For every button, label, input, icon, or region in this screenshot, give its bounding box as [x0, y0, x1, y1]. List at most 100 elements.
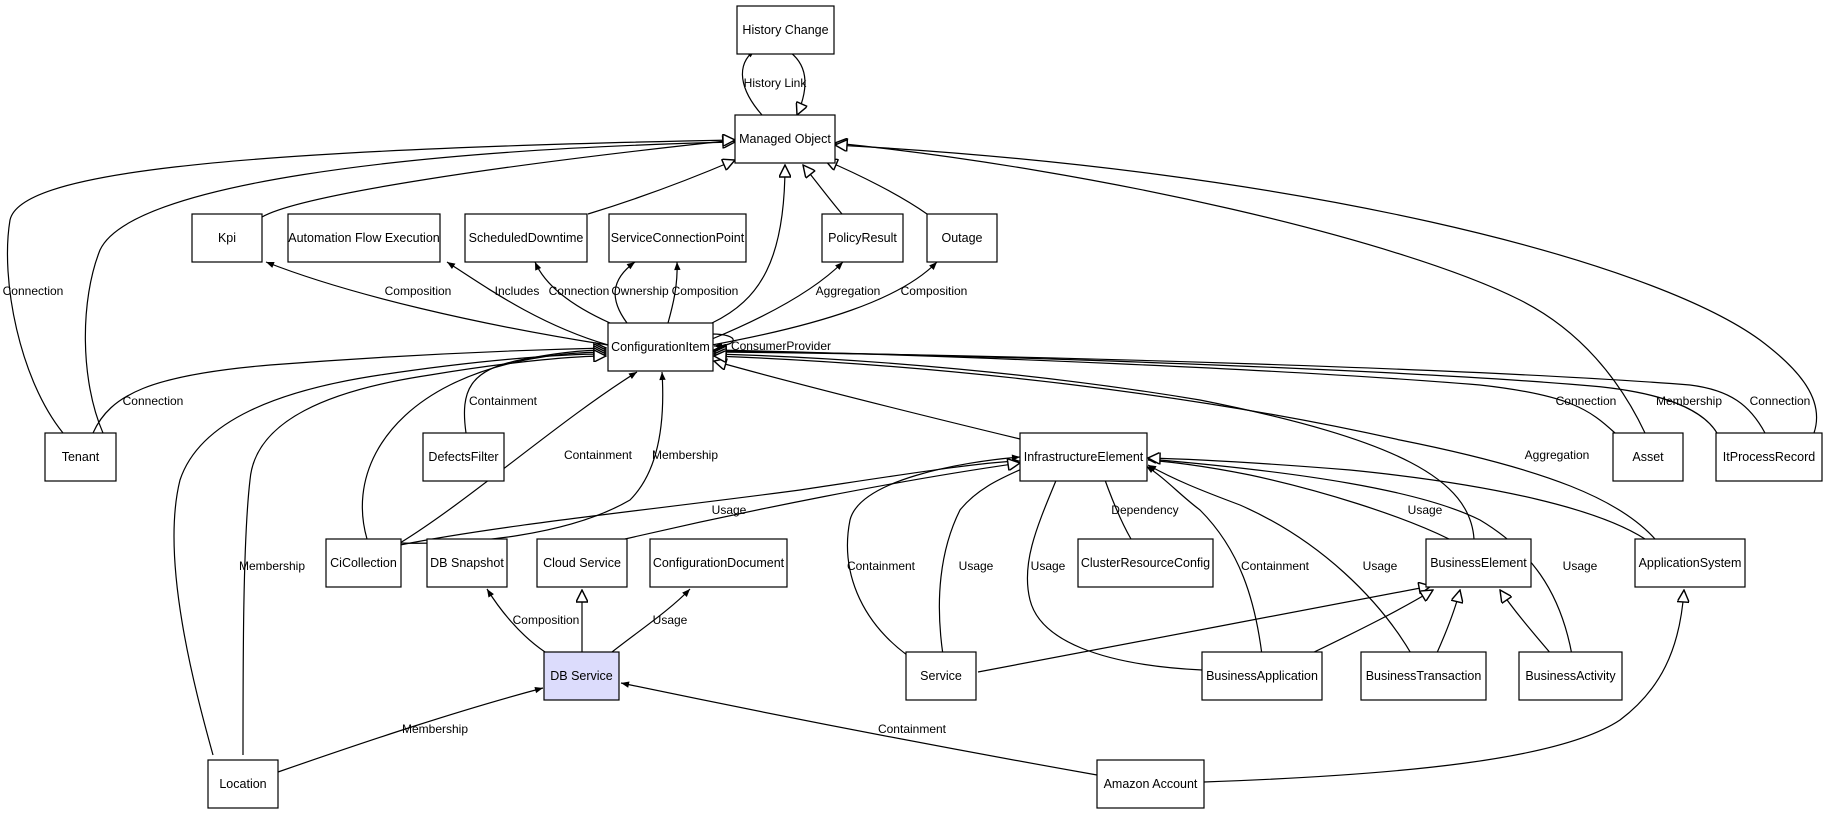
- edge-service-containment[interactable]: [846, 454, 1021, 656]
- edge-amazon-account-db-service-containment[interactable]: [620, 681, 1098, 776]
- label-consumer-provider: ConsumerProvider: [731, 339, 831, 353]
- edge-business-transaction-usage[interactable]: [1147, 464, 1413, 656]
- edge-application-system-infrastructure-element[interactable]: [1148, 458, 1646, 540]
- label-config-document-usage: Usage: [653, 613, 688, 627]
- edge-configuration-item-automation-flow-includes[interactable]: [446, 261, 609, 346]
- edge-business-application-business-element[interactable]: [1307, 590, 1433, 656]
- svg-text:DB Service: DB Service: [550, 669, 613, 683]
- edge-amazon-account-application-system[interactable]: [1203, 590, 1684, 783]
- label-business-element-usage: Usage: [1408, 503, 1443, 517]
- edge-business-transaction-business-element[interactable]: [1435, 590, 1460, 656]
- node-managed-object[interactable]: Managed Object: [734, 114, 836, 164]
- edge-cloud-service-infrastructure-element[interactable]: [624, 463, 1020, 540]
- edge-business-activity-business-element[interactable]: [1500, 590, 1553, 656]
- node-ci-collection[interactable]: CiCollection: [325, 538, 402, 588]
- label-db-service-containment: Containment: [878, 722, 947, 736]
- node-scheduled-downtime[interactable]: ScheduledDowntime: [464, 213, 588, 263]
- svg-text:Tenant: Tenant: [62, 450, 100, 464]
- label-ownership: Ownership: [611, 284, 669, 298]
- svg-text:DB Snapshot: DB Snapshot: [430, 556, 504, 570]
- edge-infrastructure-element-configuration-item[interactable]: [714, 361, 1021, 440]
- edge-service-usage[interactable]: [938, 465, 1029, 656]
- node-policy-result[interactable]: PolicyResult: [821, 213, 904, 263]
- label-business-app-containment: Containment: [1241, 559, 1310, 573]
- edge-configuration-item-policy-result-aggregation[interactable]: [711, 261, 844, 340]
- svg-text:BusinessElement: BusinessElement: [1430, 556, 1527, 570]
- edge-it-process-record-managed-object[interactable]: [835, 145, 1818, 434]
- edge-ci-collection-configuration-item[interactable]: [361, 352, 606, 540]
- edge-service-business-element[interactable]: [977, 586, 1431, 673]
- node-db-service[interactable]: DB Service: [543, 651, 620, 701]
- node-configuration-document[interactable]: ConfigurationDocument: [649, 538, 788, 588]
- label-business-activity-usage: Usage: [1563, 559, 1598, 573]
- label-service-usage: Usage: [959, 559, 994, 573]
- edge-history-link-association[interactable]: [741, 49, 763, 116]
- edge-asset-managed-object[interactable]: [835, 143, 1646, 434]
- edge-configuration-item-kpi-composition[interactable]: [265, 261, 609, 346]
- node-defects-filter[interactable]: DefectsFilter: [422, 432, 505, 482]
- node-business-element[interactable]: BusinessElement: [1425, 538, 1532, 588]
- label-application-aggregation: Aggregation: [1525, 448, 1590, 462]
- edge-ci-collection-containment[interactable]: [399, 371, 638, 544]
- edge-outage-managed-object[interactable]: [825, 160, 928, 215]
- edge-it-process-record-connection[interactable]: [714, 352, 1766, 434]
- edge-scheduled-downtime-managed-object[interactable]: [587, 160, 735, 215]
- edge-configuration-item-service-connection-point-ownership[interactable]: [614, 261, 636, 324]
- node-business-activity[interactable]: BusinessActivity: [1518, 651, 1623, 701]
- edge-policy-result-managed-object[interactable]: [803, 165, 843, 215]
- node-location[interactable]: Location: [207, 759, 279, 809]
- label-itprocess-connection: Connection: [1750, 394, 1811, 408]
- edge-db-service-db-snapshot-composition[interactable]: [486, 588, 546, 653]
- label-asset-connection: Connection: [1556, 394, 1617, 408]
- node-cluster-resource-config[interactable]: ClusterResourceConfig: [1077, 538, 1214, 588]
- edge-tenant-managed-object[interactable]: [84, 142, 735, 434]
- edge-configuration-item-outage-composition[interactable]: [711, 261, 938, 346]
- node-outage[interactable]: Outage: [926, 213, 998, 263]
- edge-business-application-usage[interactable]: [1026, 465, 1203, 671]
- svg-text:Service: Service: [920, 669, 962, 683]
- node-asset[interactable]: Asset: [1612, 432, 1684, 482]
- edge-ci-collection-usage[interactable]: [399, 458, 1021, 546]
- node-tenant[interactable]: Tenant: [44, 432, 117, 482]
- node-cloud-service[interactable]: Cloud Service: [536, 538, 628, 588]
- edge-configuration-item-service-connection-point-composition[interactable]: [667, 261, 681, 324]
- edge-location-membership[interactable]: [242, 356, 606, 756]
- node-business-application[interactable]: BusinessApplication: [1201, 651, 1323, 701]
- label-cicollection-usage: Usage: [712, 503, 747, 517]
- edge-location-configuration-item[interactable]: [173, 354, 606, 756]
- edge-location-db-service-membership[interactable]: [277, 686, 544, 773]
- node-configuration-item[interactable]: ConfigurationItem: [607, 322, 714, 372]
- edge-kpi-managed-object[interactable]: [261, 140, 735, 218]
- label-tenant-connection-managed: Connection: [3, 284, 64, 298]
- label-history-link: History Link: [744, 76, 808, 90]
- svg-text:Amazon Account: Amazon Account: [1104, 777, 1198, 791]
- node-db-snapshot[interactable]: DB Snapshot: [426, 538, 508, 588]
- node-service[interactable]: Service: [905, 651, 977, 701]
- edge-tenant-connection-configuration-item[interactable]: [92, 348, 606, 434]
- edge-it-process-record-membership[interactable]: [714, 351, 1718, 434]
- node-automation-flow-execution[interactable]: Automation Flow Execution: [287, 213, 441, 263]
- edge-application-system-aggregation[interactable]: [714, 356, 1656, 540]
- edge-tenant-connection-managed-object[interactable]: [6, 140, 735, 434]
- svg-text:Outage: Outage: [941, 231, 982, 245]
- svg-text:Managed Object: Managed Object: [739, 132, 831, 146]
- node-service-connection-point[interactable]: ServiceConnectionPoint: [608, 213, 747, 263]
- node-kpi[interactable]: Kpi: [191, 213, 263, 263]
- edge-configuration-item-managed-object[interactable]: [711, 165, 785, 324]
- node-history-change[interactable]: History Change: [736, 5, 835, 55]
- edge-business-element-usage[interactable]: [1147, 457, 1450, 540]
- node-it-process-record[interactable]: ItProcessRecord: [1715, 432, 1823, 482]
- node-amazon-account[interactable]: Amazon Account: [1096, 759, 1205, 809]
- node-business-transaction[interactable]: BusinessTransaction: [1360, 651, 1487, 701]
- edge-business-element-configuration-item[interactable]: [714, 354, 1475, 540]
- edge-business-application-containment[interactable]: [1145, 465, 1263, 656]
- edge-defects-filter-containment[interactable]: [463, 350, 606, 434]
- label-service-containment: Containment: [847, 559, 916, 573]
- edge-business-activity-usage[interactable]: [1147, 456, 1573, 656]
- edge-db-service-configuration-document-usage[interactable]: [611, 588, 691, 653]
- node-infrastructure-element[interactable]: InfrastructureElement: [1019, 432, 1148, 482]
- svg-text:ConfigurationItem: ConfigurationItem: [611, 340, 710, 354]
- node-application-system[interactable]: ApplicationSystem: [1634, 538, 1746, 588]
- svg-text:ConfigurationDocument: ConfigurationDocument: [653, 556, 785, 570]
- edge-configuration-item-scheduled-downtime-connection[interactable]: [534, 261, 611, 324]
